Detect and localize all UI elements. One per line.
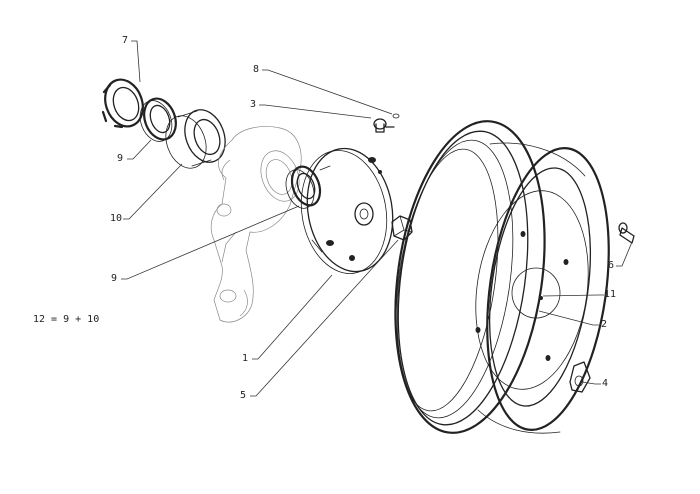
callout-3: 3: [250, 99, 257, 110]
part-7-lock-nut: [101, 78, 144, 129]
part-6-valve: [618, 222, 635, 244]
callout-6: 6: [608, 260, 615, 271]
part-3-nipple: [373, 118, 395, 133]
callout-4: 4: [602, 378, 609, 389]
part-8-pin: [392, 113, 400, 119]
formula-note: 12 = 9 + 10: [33, 314, 100, 325]
part-10-bearing: [165, 109, 226, 169]
callout-8: 8: [253, 64, 260, 75]
callout-11: 11: [604, 289, 617, 300]
part-2-wheel-rim: [394, 120, 610, 434]
steering-knuckle: [210, 126, 302, 323]
callout-10: 10: [110, 213, 123, 224]
part-1-hub-plate: [300, 147, 394, 274]
callout-9-lower: 9: [111, 273, 118, 284]
part-9-seal-upper: [139, 97, 177, 142]
callout-7: 7: [122, 35, 129, 46]
callout-9-upper: 9: [117, 153, 124, 164]
part-4-wheel-nut: [569, 361, 591, 393]
part-9-seal-lower: [285, 165, 322, 209]
callout-1: 1: [242, 353, 249, 364]
leader-lines: [121, 40, 633, 397]
callout-2: 2: [601, 319, 608, 330]
callout-5: 5: [240, 390, 247, 401]
